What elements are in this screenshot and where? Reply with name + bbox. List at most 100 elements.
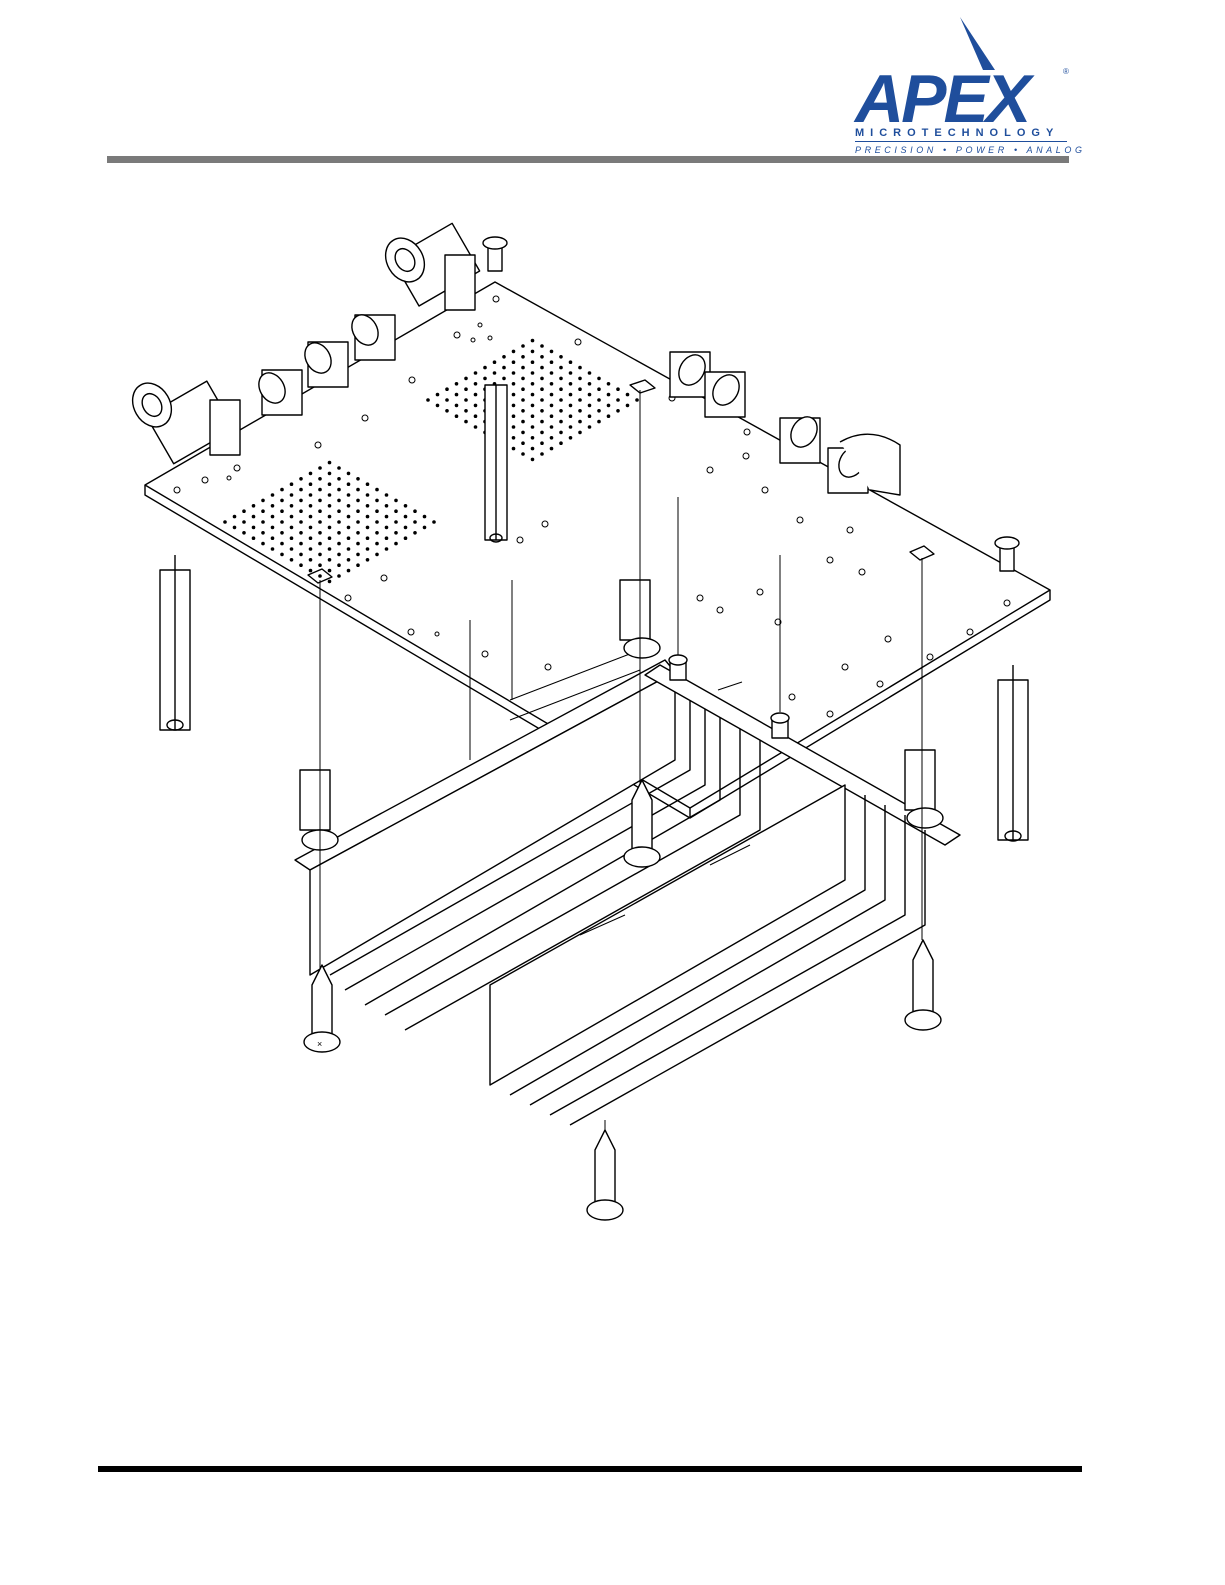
perforation-hole [521, 377, 525, 381]
perforation-hole [318, 499, 322, 503]
perforation-hole [299, 542, 303, 546]
perforation-hole [597, 398, 601, 402]
perforation-hole [616, 387, 620, 391]
perforation-hole [540, 377, 544, 381]
perforation-hole [328, 515, 332, 519]
perforation-hole [280, 520, 284, 524]
perforation-hole [550, 350, 554, 354]
perforation-hole [531, 436, 535, 440]
perforation-hole [252, 504, 256, 508]
perforation-hole [223, 520, 227, 524]
perforation-hole [337, 488, 341, 492]
perforation-hole [261, 499, 265, 503]
perforation-hole [233, 515, 237, 519]
perforation-hole [290, 493, 294, 497]
perforation-hole [512, 436, 516, 440]
perforation-hole [559, 398, 563, 402]
perforation-hole [464, 398, 468, 402]
perforation-hole [502, 355, 506, 359]
perforation-hole [464, 409, 468, 413]
perforation-hole [540, 387, 544, 391]
perforation-hole [299, 520, 303, 524]
perforation-hole [271, 526, 275, 530]
perforation-hole [578, 431, 582, 435]
perforation-hole [540, 452, 544, 456]
perforation-hole [385, 536, 389, 540]
perforation-hole [445, 398, 449, 402]
perforation-hole [540, 441, 544, 445]
perforation-hole [474, 414, 478, 418]
perforation-hole [521, 355, 525, 359]
perforation-hole [318, 574, 322, 578]
perforation-hole [540, 355, 544, 359]
bnc-connector-icon [378, 223, 480, 310]
perforation-hole [436, 404, 440, 408]
perforation-hole [261, 509, 265, 513]
perforation-hole [404, 504, 408, 508]
perforation-hole [356, 531, 360, 535]
perforation-hole [426, 398, 430, 402]
screw-icon [624, 780, 660, 867]
perforation-hole [318, 520, 322, 524]
perforation-hole [356, 553, 360, 557]
standoff-icon [160, 555, 190, 730]
perforation-hole [521, 387, 525, 391]
perforation-hole [550, 404, 554, 408]
perforation-hole [337, 477, 341, 481]
perforation-hole [521, 431, 525, 435]
perforation-hole [597, 420, 601, 424]
perforation-hole [299, 531, 303, 535]
perforation-hole [512, 393, 516, 397]
perforation-hole [328, 526, 332, 530]
perforation-hole [394, 499, 398, 503]
perforation-hole [559, 441, 563, 445]
perforation-hole [356, 520, 360, 524]
perforation-hole [597, 377, 601, 381]
perforation-hole [445, 387, 449, 391]
perforation-hole [375, 488, 379, 492]
perforation-hole [356, 542, 360, 546]
perforation-hole [290, 558, 294, 562]
perforation-hole [616, 398, 620, 402]
perforation-hole [607, 393, 611, 397]
perforation-hole [290, 526, 294, 530]
perforation-hole [309, 472, 313, 476]
perforation-hole [474, 404, 478, 408]
perforation-hole [347, 472, 351, 476]
perforation-hole [385, 504, 389, 508]
perforation-hole [531, 447, 535, 451]
perforation-hole [337, 553, 341, 557]
perforation-hole [550, 360, 554, 364]
perforation-hole [280, 553, 284, 557]
perforation-hole [328, 547, 332, 551]
perforation-hole [290, 504, 294, 508]
perforation-hole [337, 509, 341, 513]
perforation-hole [366, 504, 370, 508]
perforation-hole [394, 531, 398, 535]
perforation-hole [597, 409, 601, 413]
perforation-hole [375, 531, 379, 535]
perforation-hole [550, 447, 554, 451]
perforation-hole [242, 520, 246, 524]
perforation-hole [261, 531, 265, 535]
perforation-hole [271, 493, 275, 497]
perforation-hole [550, 425, 554, 429]
perforation-hole [588, 425, 592, 429]
perforation-hole [578, 420, 582, 424]
perforation-hole [233, 526, 237, 530]
perforation-hole [540, 366, 544, 370]
perforation-hole [347, 515, 351, 519]
perforation-hole [356, 488, 360, 492]
perforation-hole [512, 425, 516, 429]
perforation-hole [455, 393, 459, 397]
perforation-hole [366, 515, 370, 519]
screw-icon [587, 1130, 623, 1220]
bnc-connector-icon [125, 376, 240, 464]
perforation-hole [550, 393, 554, 397]
perforation-hole [375, 499, 379, 503]
perforation-hole [455, 404, 459, 408]
perforation-hole [559, 366, 563, 370]
perforation-hole [328, 558, 332, 562]
perforation-hole [299, 488, 303, 492]
